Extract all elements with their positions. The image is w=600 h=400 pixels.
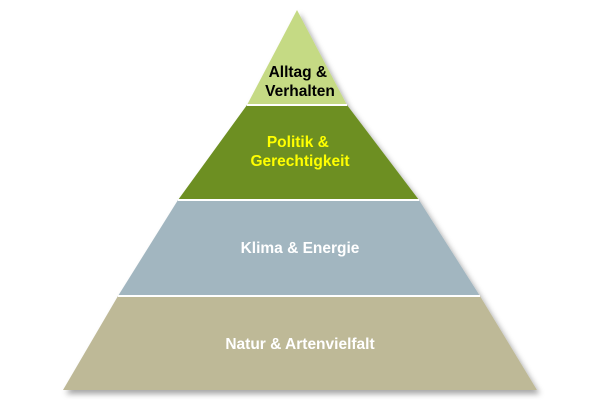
level-alltag-line-1: Alltag &	[269, 64, 328, 81]
level-klima-line-1: Klima & Energie	[241, 240, 360, 257]
level-natur-line-1: Natur & Artenvielfalt	[225, 336, 374, 353]
level-alltag-label: Alltag & Verhalten	[265, 64, 335, 100]
level-natur-label: Natur & Artenvielfalt	[225, 336, 374, 353]
level-natur-shape	[63, 296, 537, 390]
level-dividers	[118, 104, 480, 297]
level-politik-line-2: Gerechtigkeit	[250, 153, 349, 170]
level-politik-label: Politik & Gerechtigkeit	[250, 134, 349, 170]
level-klima-shape	[118, 200, 480, 296]
level-politik-line-1: Politik &	[267, 134, 329, 151]
level-alltag-line-2: Verhalten	[265, 83, 335, 100]
level-politik-shape	[178, 105, 419, 200]
level-klima-label: Klima & Energie	[241, 240, 360, 257]
pyramid-body	[63, 10, 537, 390]
level-alltag-shape	[247, 10, 347, 105]
